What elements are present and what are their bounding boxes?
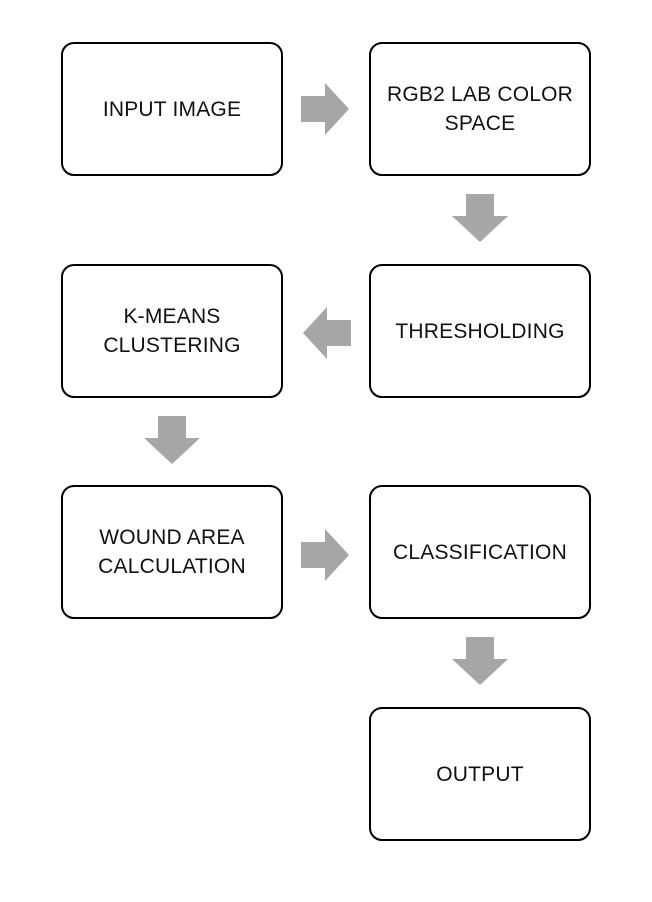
node-wound-area-calculation: WOUND AREA CALCULATION (61, 485, 283, 619)
node-k-means-clustering: K-MEANS CLUSTERING (61, 264, 283, 398)
node-label: OUTPUT (436, 762, 524, 786)
node-label: WOUND AREA CALCULATION (98, 526, 246, 578)
arrow-down-icon (452, 637, 508, 685)
node-label: RGB2 LAB COLOR SPACE (386, 83, 574, 135)
node-classification: CLASSIFICATION (369, 485, 591, 619)
node-input-image: INPUT IMAGE (61, 42, 283, 176)
node-rgb2-lab-color-space: RGB2 LAB COLOR SPACE (369, 42, 591, 176)
node-thresholding: THRESHOLDING (369, 264, 591, 398)
arrow-down-icon (144, 416, 200, 464)
node-label: K-MEANS CLUSTERING (103, 305, 241, 357)
node-label: CLASSIFICATION (393, 540, 567, 564)
arrow-right-icon (301, 529, 349, 581)
arrow-left-icon (303, 307, 351, 359)
node-output: OUTPUT (369, 707, 591, 841)
arrow-down-icon (452, 194, 508, 242)
node-label: THRESHOLDING (395, 319, 565, 343)
arrow-right-icon (301, 83, 349, 135)
node-label: INPUT IMAGE (102, 97, 242, 121)
